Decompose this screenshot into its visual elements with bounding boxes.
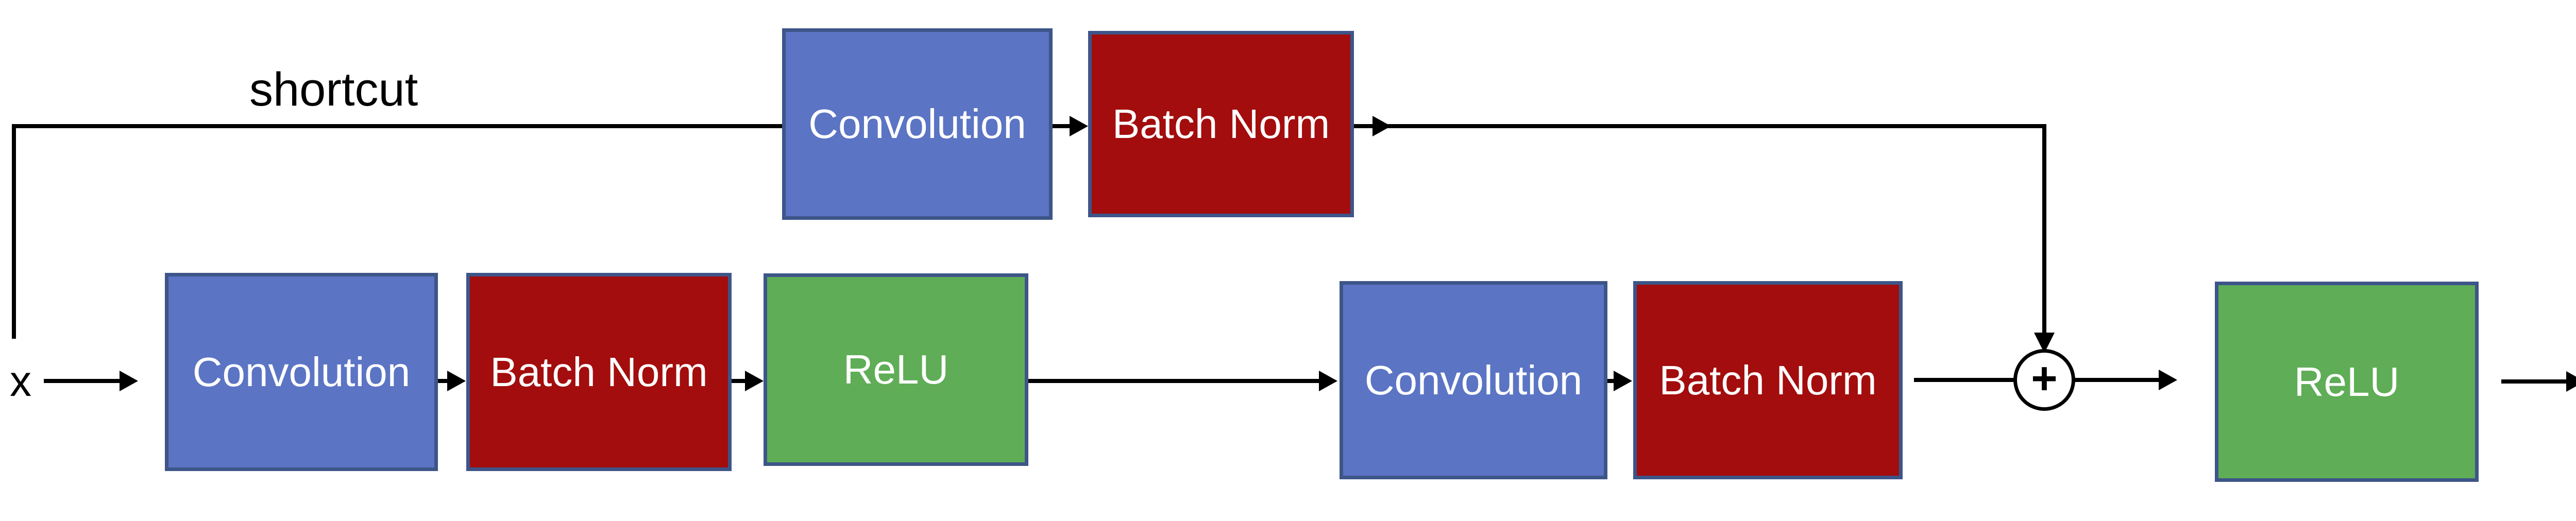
bn2-to-merge-line	[1914, 378, 2015, 382]
relu1-label: ReLU	[843, 346, 949, 392]
input-label: x	[10, 357, 31, 405]
shortcut-batch-norm-label: Batch Norm	[1112, 101, 1330, 147]
conv1-to-bn1-arrowhead-icon	[447, 371, 466, 391]
shortcut-batch-norm-box: Batch Norm	[1088, 31, 1354, 217]
bn2-label: Batch Norm	[1659, 357, 1877, 403]
conv1-to-bn1-line	[438, 379, 448, 383]
shortcut-bn-exit-arrowhead-icon	[1372, 116, 1391, 136]
bn2-box: Batch Norm	[1633, 281, 1903, 479]
shortcut-conv-to-bn-line	[1053, 124, 1071, 128]
bn1-to-relu1-line	[732, 379, 746, 383]
conv2-to-bn2-arrowhead-icon	[1614, 371, 1632, 391]
conv1-label: Convolution	[192, 349, 411, 395]
conv1-box: Convolution	[165, 273, 438, 471]
conv2-to-bn2-line	[1607, 379, 1615, 383]
plus-icon: +	[2031, 353, 2058, 404]
shortcut-convolution-box: Convolution	[782, 28, 1053, 220]
conv2-label: Convolution	[1364, 357, 1583, 403]
input-arrowhead-icon	[120, 371, 138, 391]
merge-plus-node: +	[2013, 349, 2075, 411]
relu-out-label: ReLU	[2294, 358, 2400, 405]
shortcut-branch-up-line	[12, 124, 16, 339]
conv2-box: Convolution	[1340, 281, 1607, 479]
bn1-label: Batch Norm	[490, 349, 708, 395]
relu1-to-conv2-line	[1028, 379, 1320, 383]
input-line	[44, 379, 120, 383]
shortcut-conv-to-bn-arrowhead-icon	[1070, 116, 1088, 136]
merge-to-relu-out-line	[2074, 378, 2160, 382]
bn1-box: Batch Norm	[466, 273, 732, 471]
shortcut-convolution-label: Convolution	[808, 101, 1026, 147]
output-arrowhead-icon	[2566, 371, 2576, 392]
shortcut-horizontal-line	[12, 124, 782, 128]
relu-out-box: ReLU	[2215, 282, 2479, 482]
output-line	[2501, 379, 2567, 384]
shortcut-label: shortcut	[249, 63, 418, 116]
merge-to-relu-out-arrowhead-icon	[2159, 370, 2177, 390]
shortcut-to-merge-line	[1354, 124, 2046, 128]
shortcut-down-line	[2042, 124, 2046, 334]
bn1-to-relu1-arrowhead-icon	[745, 371, 764, 391]
relu1-to-conv2-arrowhead-icon	[1319, 371, 1337, 391]
relu1-box: ReLU	[764, 273, 1028, 466]
